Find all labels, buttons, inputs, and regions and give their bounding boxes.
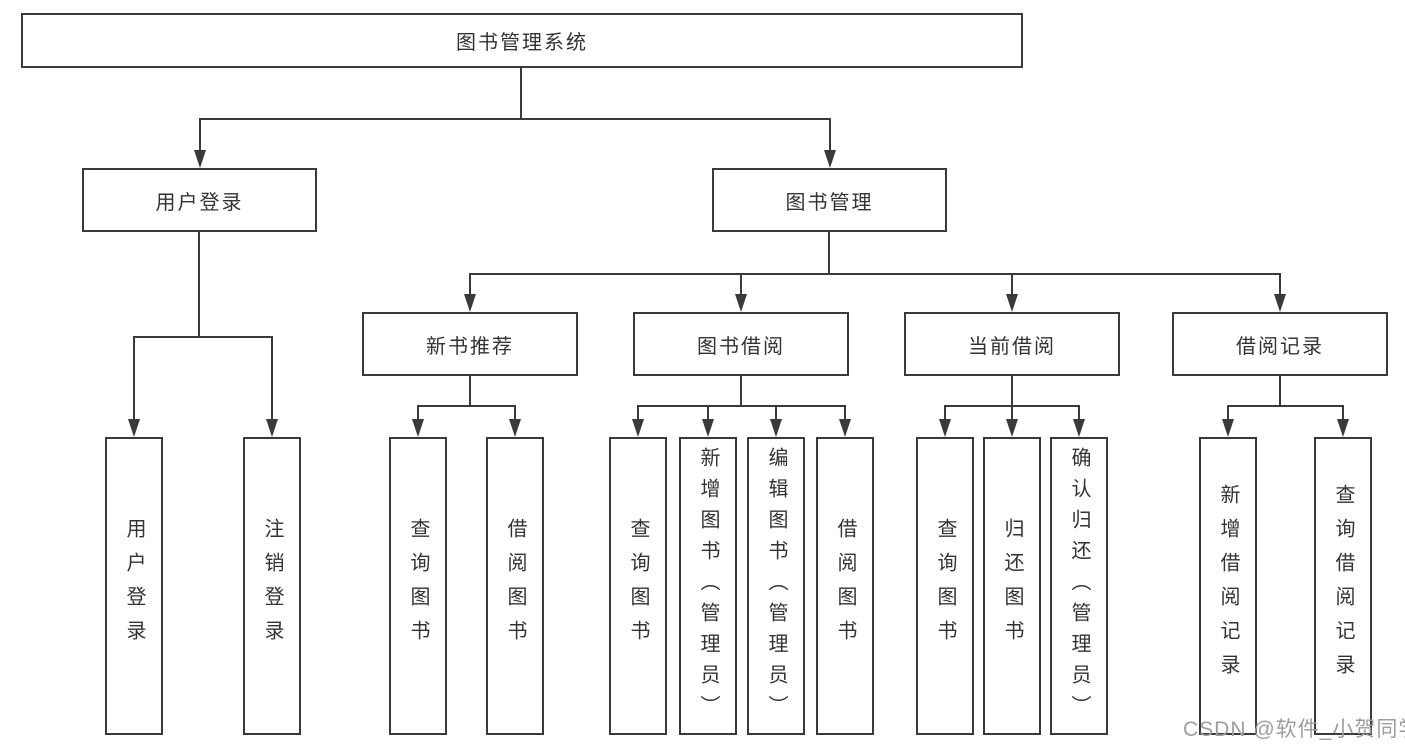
connector-drop-current-borrowing bbox=[1011, 273, 1013, 298]
connector-drop bbox=[707, 405, 709, 421]
connector-drop bbox=[844, 405, 846, 421]
node-label: 编辑图书（管理员） bbox=[765, 446, 787, 726]
connector-drop-leaf-logout bbox=[271, 336, 273, 423]
connector-drop bbox=[775, 405, 777, 421]
arrow-down-icon bbox=[266, 419, 278, 437]
leaf-query-borrow-record: 查询借阅记录 bbox=[1314, 437, 1372, 735]
connector-current-borrowing-stem bbox=[1011, 376, 1013, 405]
arrow-down-icon bbox=[839, 419, 851, 437]
node-label: 归还图书 bbox=[1001, 518, 1023, 654]
leaf-query-books-1: 查询图书 bbox=[389, 437, 447, 735]
connector-drop bbox=[637, 405, 639, 421]
connector-book-borrowing-rail bbox=[637, 405, 846, 407]
leaf-logout: 注销登录 bbox=[243, 437, 301, 735]
connector-new-book-stem bbox=[469, 376, 471, 405]
node-user-login: 用户登录 bbox=[82, 168, 317, 232]
leaf-add-book-admin: 新增图书（管理员） bbox=[679, 437, 737, 735]
connector-user-login-stem bbox=[198, 232, 200, 336]
leaf-return-book: 归还图书 bbox=[983, 437, 1041, 735]
connector-user-login-rail bbox=[133, 336, 273, 338]
connector-drop bbox=[1227, 405, 1229, 421]
node-label: 图书管理 bbox=[785, 191, 874, 214]
connector-drop bbox=[514, 405, 516, 421]
arrow-down-icon bbox=[939, 419, 951, 437]
node-label: 图书管理系统 bbox=[456, 32, 588, 54]
arrow-down-icon bbox=[1006, 294, 1018, 312]
node-book-borrowing: 图书借阅 bbox=[633, 312, 849, 376]
arrow-down-icon bbox=[702, 419, 714, 437]
connector-root-rail bbox=[199, 118, 831, 120]
connector-root-stem bbox=[520, 68, 522, 118]
connector-book-management-rail bbox=[469, 273, 1281, 275]
node-borrowing-records: 借阅记录 bbox=[1172, 312, 1388, 376]
node-label: 查询图书 bbox=[934, 518, 956, 654]
leaf-confirm-return-admin: 确认归还（管理员） bbox=[1050, 437, 1108, 735]
arrow-down-icon bbox=[1337, 419, 1349, 437]
node-library-management-system: 图书管理系统 bbox=[21, 13, 1023, 68]
connector-borrowing-records-stem bbox=[1279, 376, 1281, 405]
leaf-borrow-books-1: 借阅图书 bbox=[486, 437, 544, 735]
node-label: 查询借阅记录 bbox=[1332, 484, 1354, 688]
connector-drop-book-management bbox=[829, 118, 831, 154]
leaf-edit-book-admin: 编辑图书（管理员） bbox=[747, 437, 805, 735]
arrow-down-icon bbox=[1073, 419, 1085, 437]
arrow-down-icon bbox=[735, 294, 747, 312]
arrow-down-icon bbox=[770, 419, 782, 437]
node-label: 用户登录 bbox=[123, 518, 145, 654]
leaf-query-books-3: 查询图书 bbox=[916, 437, 974, 735]
leaf-user-login: 用户登录 bbox=[105, 437, 163, 735]
leaf-add-borrow-record: 新增借阅记录 bbox=[1199, 437, 1257, 735]
connector-drop-user-login bbox=[199, 118, 201, 154]
arrow-down-icon bbox=[194, 150, 206, 168]
arrow-down-icon bbox=[824, 150, 836, 168]
node-new-book-recommendation: 新书推荐 bbox=[362, 312, 578, 376]
connector-book-borrowing-stem bbox=[740, 376, 742, 405]
node-current-borrowing: 当前借阅 bbox=[904, 312, 1120, 376]
arrow-down-icon bbox=[1222, 419, 1234, 437]
node-label: 确认归还（管理员） bbox=[1068, 446, 1090, 726]
arrow-down-icon bbox=[632, 419, 644, 437]
connector-drop-borrowing-records bbox=[1279, 273, 1281, 298]
node-book-management: 图书管理 bbox=[712, 168, 947, 232]
connector-drop-new-book bbox=[469, 273, 471, 298]
node-label: 用户登录 bbox=[155, 191, 244, 214]
node-label: 当前借阅 bbox=[968, 335, 1056, 358]
node-label: 查询图书 bbox=[627, 518, 649, 654]
node-label: 新增图书（管理员） bbox=[697, 446, 719, 726]
connector-drop bbox=[1078, 405, 1080, 421]
connector-drop bbox=[417, 405, 419, 421]
arrow-down-icon bbox=[1006, 419, 1018, 437]
node-label: 借阅图书 bbox=[504, 518, 526, 654]
node-label: 借阅图书 bbox=[834, 518, 856, 654]
connector-drop-leaf-user-login bbox=[133, 336, 135, 423]
arrow-down-icon bbox=[412, 419, 424, 437]
connector-drop bbox=[1011, 405, 1013, 421]
arrow-down-icon bbox=[464, 294, 476, 312]
connector-drop bbox=[1342, 405, 1344, 421]
connector-borrowing-records-rail bbox=[1227, 405, 1344, 407]
watermark-text: CSDN @软件_小贺同学 bbox=[1183, 718, 1405, 741]
connector-new-book-rail bbox=[417, 405, 516, 407]
node-label: 图书借阅 bbox=[697, 335, 785, 358]
node-label: 新书推荐 bbox=[426, 335, 514, 358]
connector-drop-book-borrowing bbox=[740, 273, 742, 298]
arrow-down-icon bbox=[509, 419, 521, 437]
node-label: 查询图书 bbox=[407, 518, 429, 654]
arrow-down-icon bbox=[1274, 294, 1286, 312]
node-label: 注销登录 bbox=[261, 518, 283, 654]
node-label: 新增借阅记录 bbox=[1217, 484, 1239, 688]
arrow-down-icon bbox=[128, 419, 140, 437]
connector-book-management-stem bbox=[828, 232, 830, 273]
node-label: 借阅记录 bbox=[1236, 335, 1324, 358]
leaf-query-books-2: 查询图书 bbox=[609, 437, 667, 735]
leaf-borrow-books-2: 借阅图书 bbox=[816, 437, 874, 735]
connector-drop bbox=[944, 405, 946, 421]
